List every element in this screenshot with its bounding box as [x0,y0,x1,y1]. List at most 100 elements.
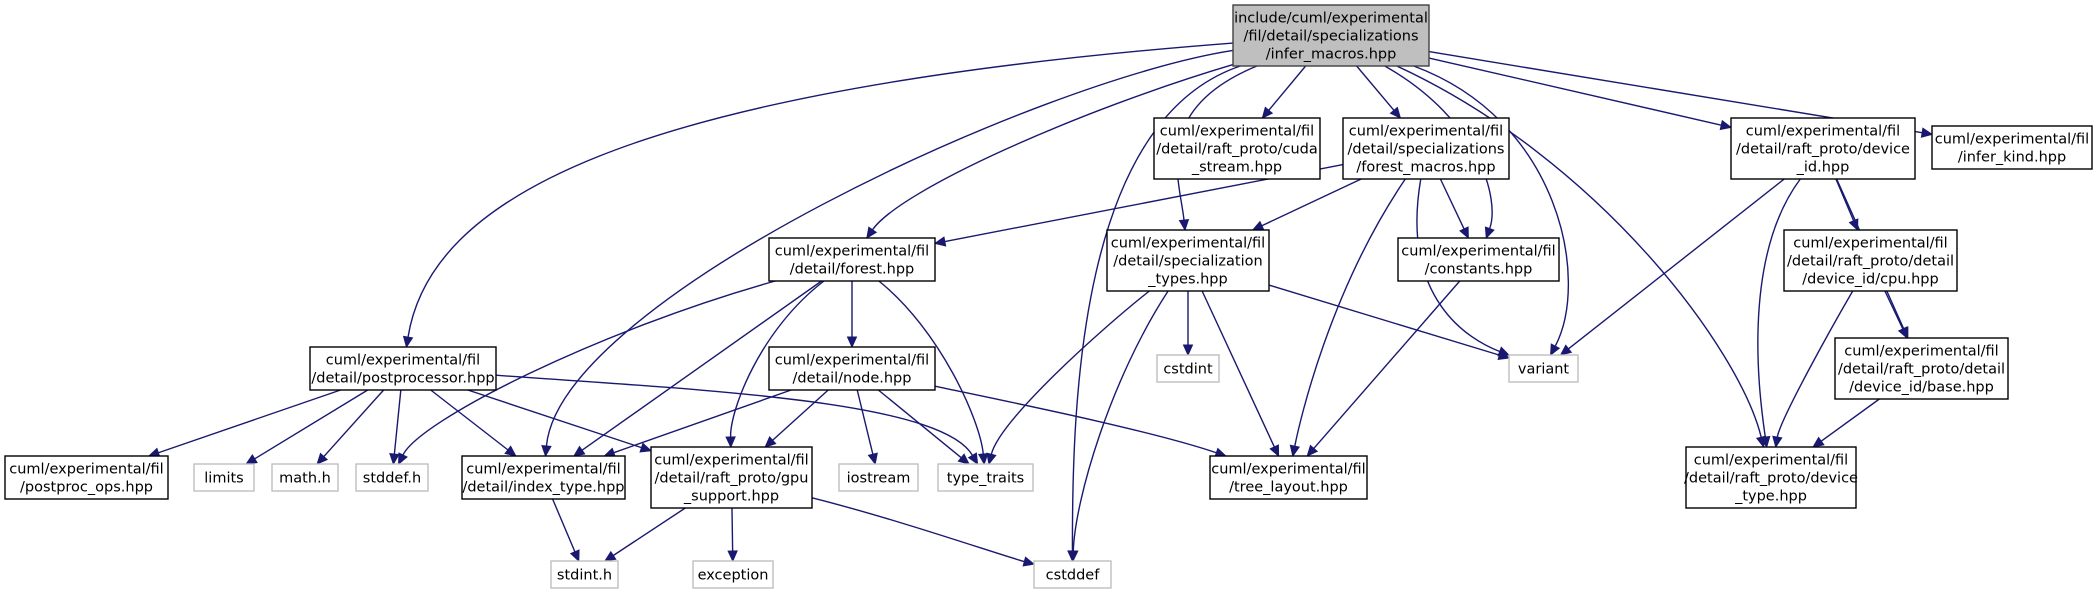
edge-device_id-to-device_type [1757,178,1801,449]
node-cstddef: cstddef [1033,560,1112,589]
node-label-line: /postproc_ops.hpp [20,480,153,496]
node-node[interactable]: cuml/experimental/fil/detail/node.hpp [768,346,936,391]
node-label-line: cuml/experimental/fil [1211,462,1365,478]
node-label-line: cuml/experimental/fil [9,462,163,478]
node-exception: exception [692,560,774,589]
edge-root-to-device_id [1428,57,1733,131]
edge-node-to-iostream [856,389,878,466]
node-label-line: cuml/experimental/fil [1694,453,1848,469]
arrowhead-icon [1178,219,1190,232]
node-tree-layout[interactable]: cuml/experimental/fil/tree_layout.hpp [1209,455,1368,500]
node-gpu-support[interactable]: cuml/experimental/fil/detail/raft_proto/… [650,446,813,509]
node-label-line: /device_id/base.hpp [1849,380,1994,396]
node-infer-kind[interactable]: cuml/experimental/fil/infer_kind.hpp [1931,125,2093,170]
edge-postprocessor-to-math [316,389,385,465]
node-label-line: cstddef [1046,568,1101,584]
node-box [838,463,919,492]
node-cuda-stream[interactable]: cuml/experimental/fil/detail/raft_proto/… [1153,117,1321,180]
edge-node-to-type_traits [877,389,970,465]
node-box [1508,354,1579,383]
edge-line [856,389,874,455]
node-label-line: /detail/index_type.hpp [462,480,624,496]
arrowhead-icon [1251,220,1265,231]
node-box [1783,229,1958,292]
node-label-line: /detail/postprocessor.hpp [311,371,494,387]
arrowhead-icon [867,452,878,466]
node-label-line: /detail/raft_proto/detail [1838,362,2005,378]
node-device-type[interactable]: cuml/experimental/fil/detail/raft_proto/… [1684,446,1858,509]
node-label-line: /detail/specializations [1348,142,1505,158]
edge-root-to-variant [1413,65,1570,357]
edge-spec_types-to-cstddef [1068,290,1169,563]
node-postprocessor[interactable]: cuml/experimental/fil/detail/postprocess… [309,346,497,391]
edge-root-to-cuda_stream [1261,65,1307,119]
node-label-line: /detail/forest.hpp [790,262,915,278]
arrowhead-icon [957,453,970,465]
edge-device_id-to-variant [1559,178,1785,356]
edge-cpu-to-device_type [1772,290,1854,449]
arrowhead-icon [967,452,979,466]
edge-constants-to-tree_layout [1306,280,1461,457]
node-base[interactable]: cuml/experimental/fil/detail/raft_proto/… [1834,337,2009,400]
edge-forest-to-index_type [572,280,822,457]
edge-line [402,280,776,456]
node-limits: limits [193,463,255,492]
arrowhead-icon [1719,119,1733,131]
node-type-traits: type_traits [937,463,1034,492]
arrowhead-icon [725,436,736,449]
arrowhead-icon [1812,436,1825,448]
node-label-line: cuml/experimental/fil [326,353,480,369]
edge-line [158,389,341,454]
arrowhead-icon [1897,326,1908,340]
node-device-id[interactable]: cuml/experimental/fil/detail/raft_proto/… [1730,117,1916,180]
node-box [1730,117,1916,180]
node-root[interactable]: include/cuml/experimental/fil/detail/spe… [1232,4,1430,67]
edge-line [1268,65,1307,111]
arrowhead-icon [398,452,408,466]
edge-line [1568,178,1785,350]
edge-line [407,42,1234,338]
node-box [1397,237,1560,282]
node-box [309,346,497,391]
node-label-line: /detail/raft_proto/device [1736,142,1910,158]
node-box [1685,446,1857,509]
node-constants[interactable]: cuml/experimental/fil/constants.hpp [1397,237,1560,282]
node-label-line: variant [1518,362,1570,378]
node-index-type[interactable]: cuml/experimental/fil/detail/index_type.… [461,455,626,500]
node-label-line: /infer_macros.hpp [1266,47,1397,63]
edge-line [1261,178,1362,227]
node-spec-types[interactable]: cuml/experimental/fil/detail/specializat… [1106,229,1270,292]
node-forest[interactable]: cuml/experimental/fil/detail/forest.hpp [768,237,936,282]
edge-line [811,497,1025,563]
edge-line [1313,280,1461,449]
node-box [461,455,626,500]
edge-line [1884,290,1904,330]
edge-device_id-to-cpu [1835,178,1859,232]
node-label-line: /detail/specialization [1113,254,1262,270]
node-label-line: cuml/experimental/fil [1935,132,2089,148]
edge-line [430,389,509,451]
edge-line [1268,284,1500,356]
edge-forest-to-node [846,281,858,349]
node-forest-macros[interactable]: cuml/experimental/fil/detail/specializat… [1342,117,1510,180]
edge-gpu_support-to-stdint [603,507,686,562]
node-postproc-ops[interactable]: cuml/experimental/fil/postproc_ops.hpp [4,455,169,500]
node-box [271,463,339,492]
edge-forest_macros-to-constants [1439,178,1469,240]
node-label-line: cstdint [1163,362,1213,378]
node-label-line: /infer_kind.hpp [1958,150,2066,166]
arrowhead-icon [389,453,400,466]
edge-line [612,507,686,557]
node-layer: include/cuml/experimental/fil/detail/spe… [4,4,2093,589]
node-label-line: cuml/experimental/fil [654,453,808,469]
node-cpu[interactable]: cuml/experimental/fil/detail/raft_proto/… [1783,229,1958,292]
arrowhead-icon [1484,226,1495,240]
edge-line [1820,398,1880,442]
edge-line [1072,290,1169,552]
node-label-line: stddef.h [363,471,421,487]
node-iostream: iostream [838,463,919,492]
arrowhead-icon [764,436,777,448]
node-box [1033,560,1112,589]
node-box [768,237,936,282]
